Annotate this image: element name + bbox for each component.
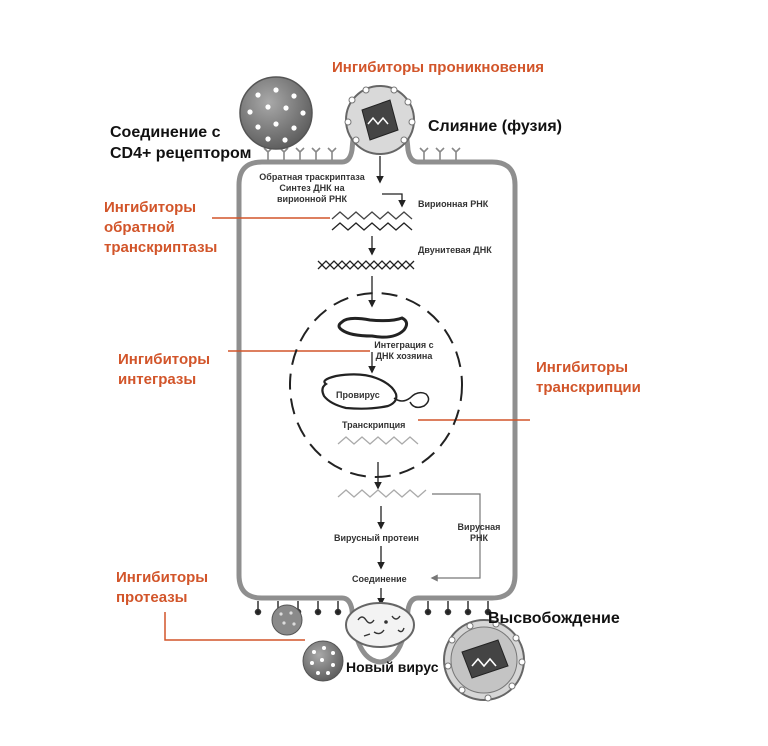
provirus-label: Провирус [336,390,380,400]
transcribed-rna-strand [337,436,419,445]
exported-rna-strand [337,489,427,498]
cd4-binding-label: Соединение с CD4+ рецептором [110,124,252,162]
budding-virus-icon [345,602,415,648]
new-virus-label: Новый вирус [346,659,439,675]
viral-rna-label: Вирусная РНК [457,522,501,543]
entry-inhibitors-label: Ингибиторы проникновения [332,59,545,76]
virion-rna-strand [331,211,413,220]
released-virus-icon [443,619,526,702]
assembly-label: Соединение [352,574,407,584]
provirus-loop [321,373,398,410]
fusion-label: Слияние (фузия) [428,118,562,135]
small-virus-icon [271,604,303,636]
nucleus-boundary [289,292,463,478]
release-label: Высвобождение [488,610,620,627]
cd4-receptors [263,147,461,160]
host-dna-loop [337,316,409,339]
protease-inhibitors-label: Ингибиторы протеазы [116,569,209,606]
integration-label: Интеграция с ДНК хозяина [374,340,434,361]
transcription-label: Транскрипция [342,420,406,430]
double-stranded-dna [317,260,415,270]
integrase-inhibitors-label: Ингибиторы интегразы [118,351,211,388]
reverse-transcriptase-label: Обратная траскриптаза Синтез ДНК на вири… [259,172,365,204]
new-virus-icon [302,640,344,682]
viral-rna-route [430,493,481,582]
ds-dna-label: Двунитевая ДНК [418,245,492,255]
new-dna-strand [331,222,413,231]
inhibitor-connectors [164,217,530,641]
provirus-tail [393,391,430,409]
fusing-virus-icon [344,85,416,155]
virion-rna-label: Вирионная РНК [418,199,489,209]
viral-protein-label: Вирусный протеин [334,533,419,543]
virus-particle-icon [239,76,313,150]
pathway-arrows [368,156,406,606]
rt-inhibitors-label: Ингибиторы обратной транскриптазы [104,199,218,256]
transcription-inhibitors-label: Ингибиторы транскрипции [536,359,641,396]
